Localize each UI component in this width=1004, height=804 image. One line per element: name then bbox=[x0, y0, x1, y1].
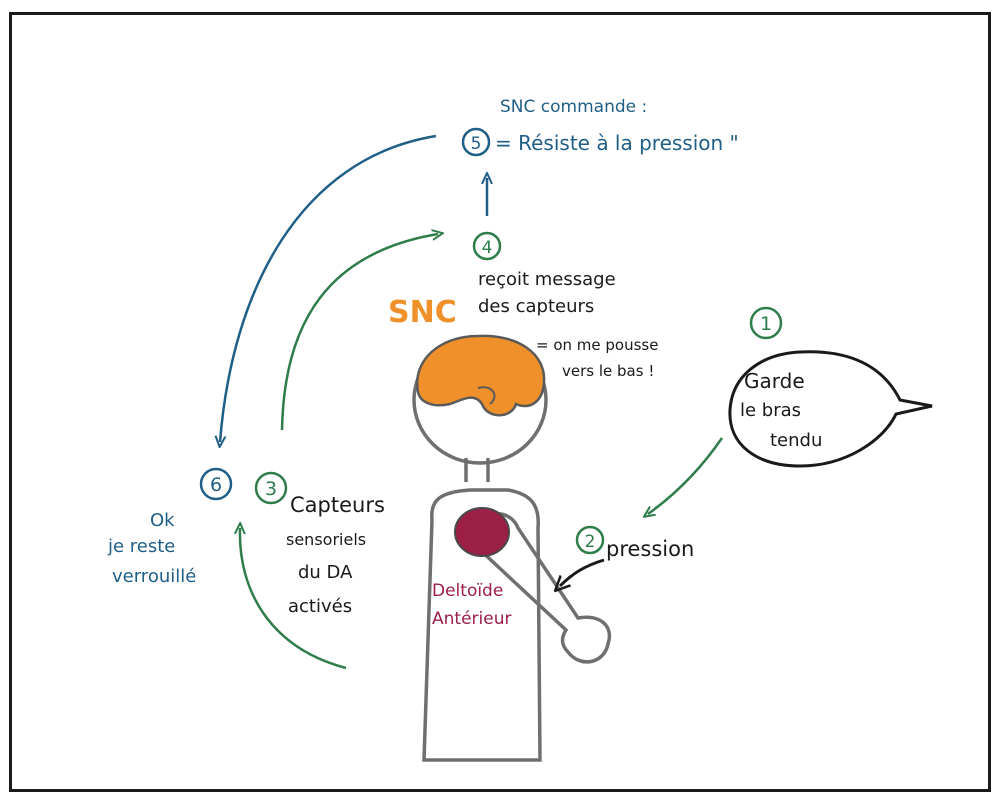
brain-blob bbox=[415, 334, 546, 417]
muscle-label-line1: Deltoïde bbox=[432, 581, 503, 601]
step-circle-3 bbox=[254, 471, 288, 505]
snc-label: SNC bbox=[388, 295, 457, 330]
arrow-pression-to-arm bbox=[560, 558, 605, 586]
step-number-5: 5 bbox=[471, 134, 482, 154]
arrow-3-to-4 bbox=[280, 234, 438, 431]
stick-figure bbox=[412, 334, 612, 762]
speech-line1: Garde bbox=[744, 369, 805, 393]
step-number-6: 6 bbox=[210, 474, 222, 496]
step5-quote: = Résiste à la pression " bbox=[495, 131, 739, 155]
torso bbox=[422, 488, 542, 762]
step6-line3: verrouillé bbox=[112, 566, 196, 587]
step3-line4: activés bbox=[288, 596, 352, 617]
deltoid-muscle bbox=[454, 507, 510, 557]
pression-label: pression bbox=[606, 537, 694, 561]
arrow-5-to-6 bbox=[220, 134, 437, 442]
step-circles bbox=[199, 127, 783, 555]
step-number-2: 2 bbox=[585, 532, 596, 552]
step5-title: SNC commande : bbox=[500, 97, 647, 117]
step-circle-6 bbox=[199, 467, 233, 501]
speech-bubble bbox=[728, 350, 933, 468]
step3-line3: du DA bbox=[298, 562, 353, 583]
step-number-3: 3 bbox=[265, 478, 277, 500]
step-circle-1 bbox=[749, 306, 783, 340]
step6-line2: je reste bbox=[107, 536, 175, 557]
step6-line1: Ok bbox=[150, 510, 175, 531]
arrow-to-3 bbox=[240, 528, 347, 670]
step3-line1: Capteurs bbox=[290, 493, 385, 517]
speech-line3: tendu bbox=[770, 430, 822, 451]
step-number-1: 1 bbox=[760, 313, 772, 335]
step-circle-2 bbox=[575, 525, 605, 555]
arrow-1-to-2 bbox=[648, 437, 724, 514]
step-circle-4 bbox=[472, 231, 502, 261]
step-number-4: 4 bbox=[482, 238, 493, 258]
step-circle-5 bbox=[461, 127, 491, 157]
step4-line4: vers le bas ! bbox=[562, 362, 654, 380]
step4-line3: = on me pousse bbox=[536, 336, 658, 354]
step4-line2: des capteurs bbox=[478, 296, 594, 317]
speech-line2: le bras bbox=[740, 400, 801, 421]
muscle-label-line2: Antérieur bbox=[432, 609, 511, 629]
step3-line2: sensoriels bbox=[286, 530, 366, 549]
step4-line1: reçoit message bbox=[478, 269, 616, 290]
